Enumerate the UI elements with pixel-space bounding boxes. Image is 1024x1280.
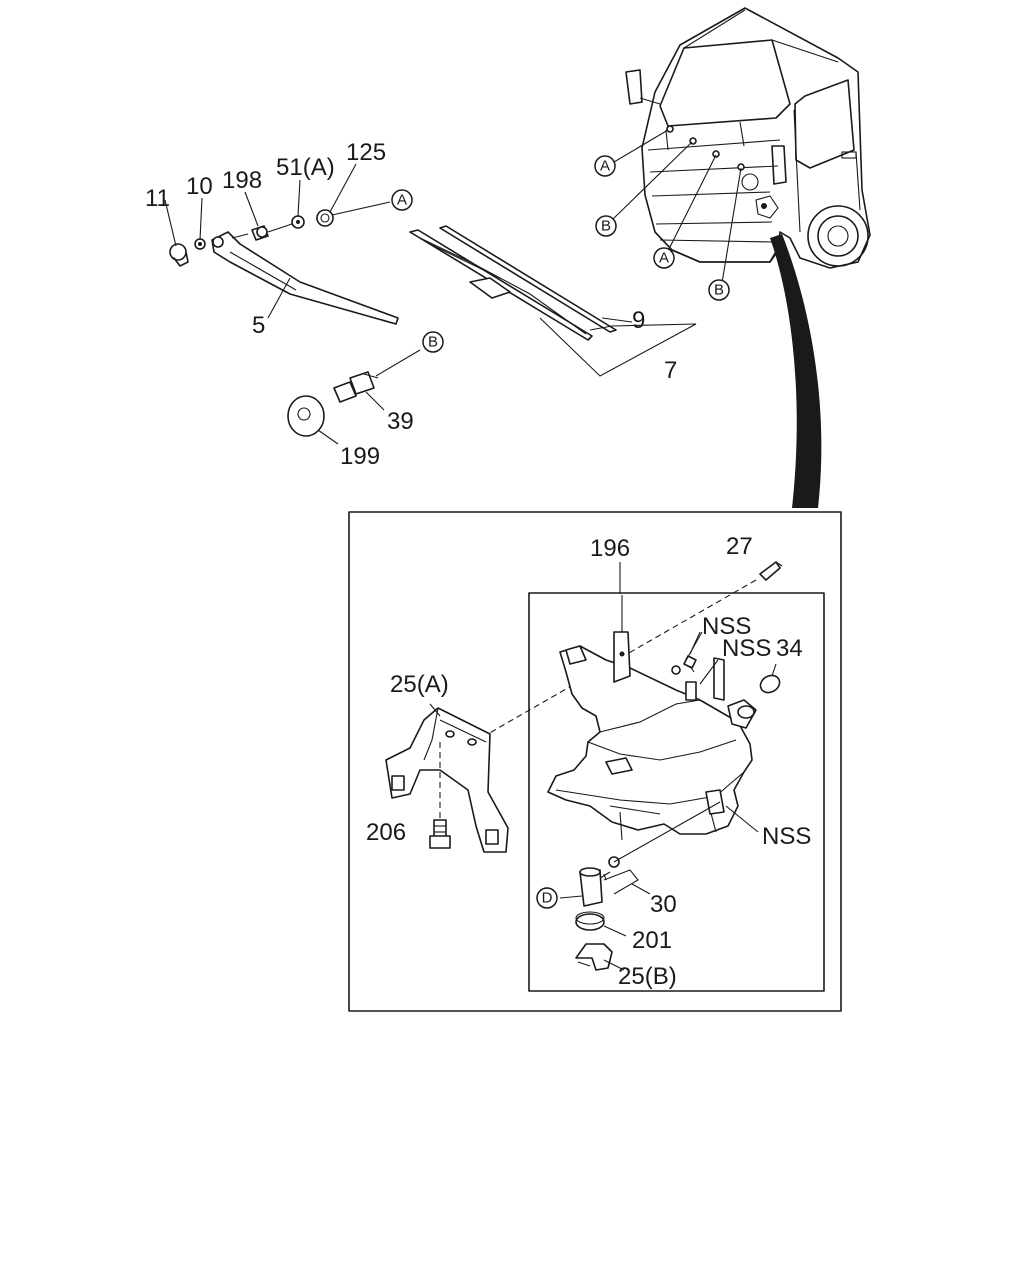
nut-198 — [251, 225, 269, 241]
grommet-199 — [287, 395, 339, 445]
label-part-10: 10 — [186, 173, 213, 200]
bracket-25a — [385, 703, 509, 853]
blade-rubber-9 — [439, 225, 617, 333]
label-nss-1: NSS — [702, 613, 751, 640]
truck-cab-drawing — [625, 7, 871, 269]
bolt-27 — [759, 561, 783, 581]
label-part-39: 39 — [387, 408, 414, 435]
label-part-201: 201 — [632, 927, 672, 954]
marker-a-cab-1: A — [594, 155, 616, 177]
label-part-34: 34 — [776, 635, 803, 662]
label-part-5: 5 — [252, 312, 265, 339]
nut-125 — [316, 209, 334, 227]
label-part-199: 199 — [340, 443, 380, 470]
bolt-206 — [429, 819, 451, 849]
clamp-25b — [575, 943, 613, 971]
marker-b-cab-2: B — [708, 279, 730, 301]
seal-201 — [575, 911, 605, 931]
label-part-25b: 25(B) — [618, 963, 677, 990]
cap-34 — [759, 663, 781, 694]
label-part-125: 125 — [346, 139, 386, 166]
label-part-198: 198 — [222, 167, 262, 194]
label-part-206: 206 — [366, 819, 406, 846]
svg-text:B: B — [601, 218, 611, 235]
label-part-27: 27 — [726, 533, 753, 560]
marker-d-pump: D — [536, 887, 558, 909]
label-part-9: 9 — [632, 307, 645, 334]
label-nss-3: NSS — [762, 823, 811, 850]
label-part-30: 30 — [650, 891, 677, 918]
marker-b-cab-1: B — [595, 215, 617, 237]
svg-text:A: A — [397, 192, 407, 209]
label-part-196: 196 — [590, 535, 630, 562]
label-part-25a: 25(A) — [390, 671, 449, 698]
marker-a-cab-2: A — [653, 247, 675, 269]
svg-text:A: A — [659, 250, 669, 267]
svg-text:B: B — [714, 282, 724, 299]
marker-b-nozzle: B — [422, 331, 444, 353]
svg-text:D: D — [542, 890, 553, 907]
nss-clip-upper — [671, 655, 697, 675]
svg-text:B: B — [428, 334, 438, 351]
nozzle-39 — [333, 349, 421, 403]
svg-text:A: A — [600, 158, 610, 175]
marker-a-wiper: A — [391, 189, 413, 211]
wiper-cap-11 — [169, 243, 189, 267]
washer-10 — [194, 238, 206, 250]
label-part-7: 7 — [664, 357, 677, 384]
wiper-blade-7 — [409, 229, 593, 341]
detail-frame-outer — [348, 511, 842, 1012]
label-nss-2: NSS — [722, 635, 771, 662]
wiper-arm-5 — [211, 231, 399, 325]
detail-callout-arrow — [770, 234, 822, 508]
label-part-11: 11 — [145, 185, 170, 212]
label-part-51a: 51(A) — [276, 154, 335, 181]
detail-frame-inner — [528, 592, 825, 992]
washer-tank-196 — [547, 631, 757, 841]
washer-51a — [291, 215, 305, 229]
washer-pump-30 — [579, 856, 620, 907]
nss-hose-stub — [685, 681, 697, 701]
